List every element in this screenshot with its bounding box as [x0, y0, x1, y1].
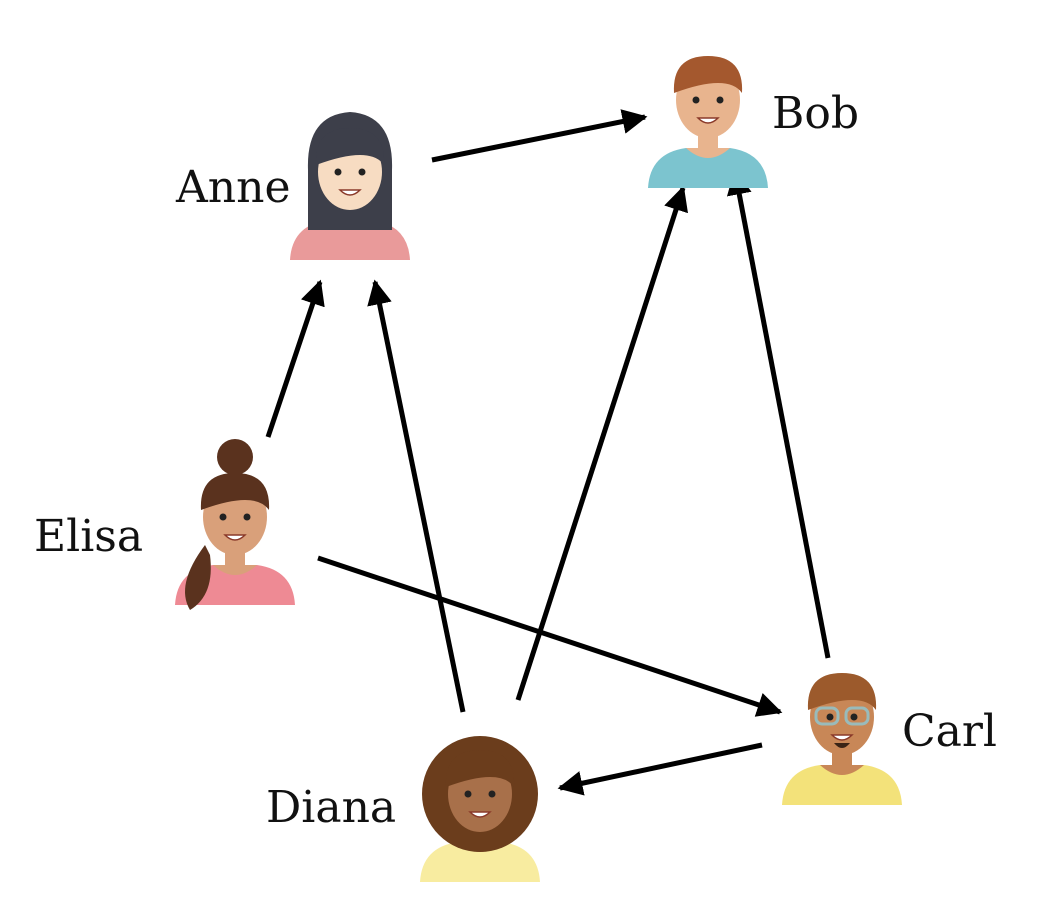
node-label-anne: Anne — [176, 162, 291, 213]
node-label-carl: Carl — [902, 706, 998, 757]
avatar-diana-icon — [420, 736, 540, 882]
avatar-elisa-icon — [175, 439, 295, 610]
node-label-diana: Diana — [266, 782, 397, 833]
edge-elisa-to-carl — [317, 555, 783, 717]
edge-diana-to-anne — [367, 279, 466, 713]
edge-carl-to-diana — [557, 742, 763, 796]
avatar-carl-icon — [782, 673, 902, 805]
avatar-bob-icon — [648, 56, 768, 188]
node-label-bob: Bob — [772, 88, 859, 139]
edge-diana-to-bob — [515, 185, 688, 701]
edge-carl-to-bob — [726, 169, 831, 659]
edge-elisa-to-anne — [265, 279, 325, 438]
node-label-elisa: Elisa — [34, 511, 144, 562]
edge-anne-to-bob — [431, 109, 648, 163]
avatar-anne-icon — [290, 112, 410, 260]
